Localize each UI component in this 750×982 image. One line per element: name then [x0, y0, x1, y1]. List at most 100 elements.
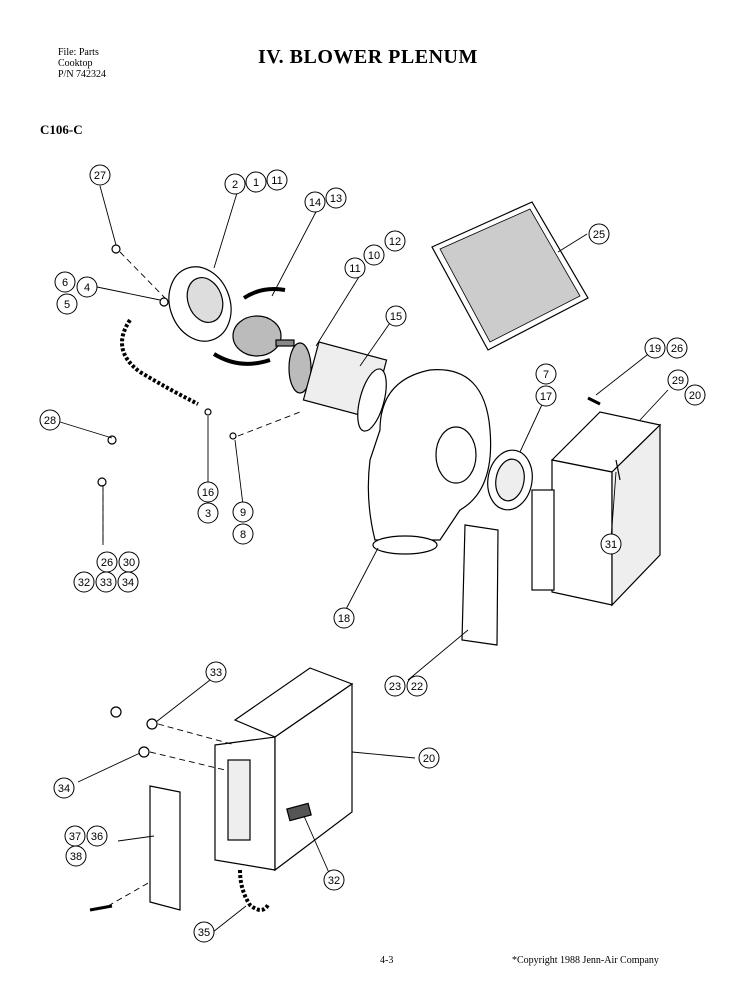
svg-text:18: 18 — [338, 613, 350, 625]
power-cord-drawing — [238, 869, 270, 912]
callout: 36 — [86, 825, 108, 847]
svg-text:13: 13 — [330, 193, 342, 205]
svg-text:15: 15 — [390, 311, 402, 323]
svg-text:37: 37 — [69, 831, 81, 843]
flex-cable-drawing — [120, 318, 199, 406]
file-info-line: File: Parts — [58, 47, 99, 58]
svg-text:33: 33 — [210, 667, 222, 679]
callout: 11 — [266, 169, 288, 191]
callout: 16 — [197, 481, 219, 503]
svg-text:28: 28 — [44, 415, 56, 427]
blower-wheel-drawing — [288, 341, 388, 432]
svg-text:2: 2 — [232, 179, 238, 191]
file-info-line: Cooktop — [58, 58, 93, 69]
file-info-line: P/N 742324 — [58, 69, 107, 80]
svg-text:26: 26 — [101, 557, 113, 569]
copyright: *Copyright 1988 Jenn-Air Company — [512, 955, 659, 966]
callout: 20 — [418, 747, 440, 769]
callout: 5 — [56, 293, 78, 315]
callout: 22 — [406, 675, 428, 697]
svg-text:20: 20 — [423, 753, 435, 765]
svg-text:1: 1 — [253, 177, 259, 189]
callout: 26 — [666, 337, 688, 359]
svg-text:25: 25 — [593, 229, 605, 241]
callout: 28 — [39, 409, 61, 431]
svg-text:32: 32 — [78, 577, 90, 589]
motor-mount-drawing — [168, 266, 232, 342]
cover-plate-drawing — [461, 524, 499, 646]
svg-text:19: 19 — [649, 343, 661, 355]
callout: 6 — [54, 271, 76, 293]
callout: 27 — [89, 164, 111, 186]
callouts: 27 2 1 11 14 13 6 4 5 11 10 12 25 15 19 … — [39, 164, 706, 943]
svg-text:27: 27 — [94, 170, 106, 182]
blower-housing-drawing — [367, 369, 492, 555]
svg-text:26: 26 — [671, 343, 683, 355]
svg-text:5: 5 — [64, 299, 70, 311]
file-info: File: Parts Cooktop P/N 742324 — [58, 47, 106, 80]
callout: 29 — [667, 369, 689, 391]
svg-text:12: 12 — [389, 236, 401, 248]
callout: 35 — [193, 921, 215, 943]
svg-text:32: 32 — [328, 875, 340, 887]
callout: 37 — [64, 825, 86, 847]
callout: 26 — [96, 551, 118, 573]
svg-text:34: 34 — [122, 577, 134, 589]
callout: 25 — [588, 223, 610, 245]
callout: 2 — [224, 173, 246, 195]
callout: 10 — [363, 244, 385, 266]
svg-text:35: 35 — [198, 927, 210, 939]
svg-text:8: 8 — [240, 529, 246, 541]
grease-filter-drawing — [431, 201, 589, 351]
svg-text:31: 31 — [605, 539, 617, 551]
callout: 38 — [65, 845, 87, 867]
callout: 32 — [323, 869, 345, 891]
callout: 9 — [232, 501, 254, 523]
callout: 31 — [600, 533, 622, 555]
callout: 1 — [245, 171, 267, 193]
callout: 32 — [73, 571, 95, 593]
svg-text:16: 16 — [202, 487, 214, 499]
svg-text:29: 29 — [672, 375, 684, 387]
svg-text:30: 30 — [123, 557, 135, 569]
callout: 8 — [232, 523, 254, 545]
callout: 33 — [95, 571, 117, 593]
callout: 17 — [535, 385, 557, 407]
svg-text:10: 10 — [368, 250, 380, 262]
callout: 3 — [197, 502, 219, 524]
callout: 18 — [333, 607, 355, 629]
svg-text:33: 33 — [100, 577, 112, 589]
svg-text:4: 4 — [84, 282, 90, 294]
motor-drawing — [212, 287, 295, 366]
svg-text:7: 7 — [543, 369, 549, 381]
upper-plenum-box-drawing — [531, 411, 662, 607]
svg-text:11: 11 — [349, 263, 360, 275]
svg-text:6: 6 — [62, 277, 68, 289]
model-number: C106-C — [40, 122, 83, 137]
lower-cover-plate-drawing — [149, 785, 181, 911]
svg-text:38: 38 — [70, 851, 82, 863]
svg-text:11: 11 — [271, 175, 282, 187]
svg-text:17: 17 — [540, 391, 552, 403]
callout: 19 — [644, 337, 666, 359]
svg-text:36: 36 — [91, 831, 103, 843]
callout: 23 — [384, 675, 406, 697]
callout: 20 — [684, 384, 706, 406]
svg-text:9: 9 — [240, 507, 246, 519]
svg-text:3: 3 — [205, 508, 211, 520]
page-number: 4-3 — [380, 955, 394, 966]
adapter-ring-drawing — [487, 449, 533, 511]
callout: 12 — [384, 230, 406, 252]
callout: 14 — [304, 191, 326, 213]
callout: 33 — [205, 661, 227, 683]
svg-text:22: 22 — [411, 681, 423, 693]
lower-plenum-box-drawing — [214, 667, 354, 872]
svg-text:34: 34 — [58, 783, 70, 795]
callout: 30 — [118, 551, 140, 573]
svg-text:14: 14 — [309, 197, 321, 209]
callout: 34 — [117, 571, 139, 593]
callout: 13 — [325, 187, 347, 209]
svg-text:23: 23 — [389, 681, 401, 693]
